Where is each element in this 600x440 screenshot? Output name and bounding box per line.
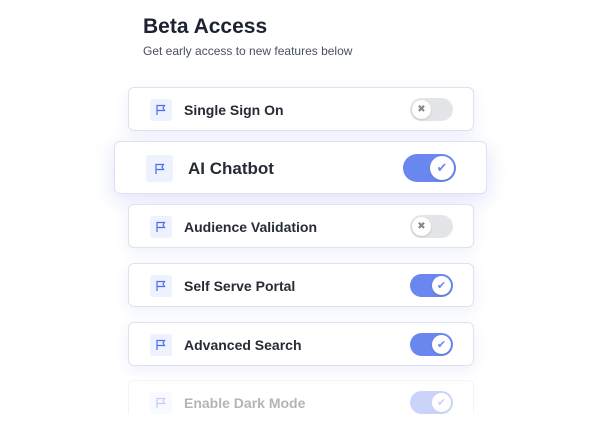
flag-icon (150, 275, 172, 297)
close-icon: ✖ (412, 217, 431, 236)
feature-label: Advanced Search (184, 337, 302, 353)
feature-row: Audience Validation ✖ (128, 204, 474, 248)
page-title: Beta Access (143, 15, 268, 38)
feature-row: Advanced Search ✔ (128, 322, 474, 366)
feature-row: AI Chatbot ✔ (114, 141, 487, 194)
flag-icon (146, 155, 173, 182)
flag-icon (150, 392, 172, 414)
feature-label: Single Sign On (184, 102, 284, 118)
check-icon: ✔ (432, 276, 451, 295)
feature-toggle[interactable]: ✖ (410, 98, 453, 121)
flag-icon (150, 99, 172, 121)
check-icon: ✔ (432, 335, 451, 354)
feature-toggle[interactable]: ✔ (410, 274, 453, 297)
feature-toggle[interactable]: ✔ (403, 154, 456, 182)
feature-label: Enable Dark Mode (184, 395, 306, 411)
page-subtitle: Get early access to new features below (143, 44, 353, 58)
flag-icon (150, 334, 172, 356)
check-icon: ✔ (430, 156, 454, 180)
feature-label: Audience Validation (184, 219, 318, 235)
feature-toggle[interactable]: ✔ (410, 391, 453, 414)
check-icon: ✔ (432, 393, 451, 412)
close-icon: ✖ (412, 100, 431, 119)
feature-row: Single Sign On ✖ (128, 87, 474, 131)
flag-icon (150, 216, 172, 238)
feature-row: Self Serve Portal ✔ (128, 263, 474, 307)
feature-label: Self Serve Portal (184, 278, 296, 294)
feature-label: AI Chatbot (188, 159, 274, 178)
feature-toggle[interactable]: ✔ (410, 333, 453, 356)
feature-toggle[interactable]: ✖ (410, 215, 453, 238)
feature-row: Enable Dark Mode ✔ (128, 380, 474, 414)
